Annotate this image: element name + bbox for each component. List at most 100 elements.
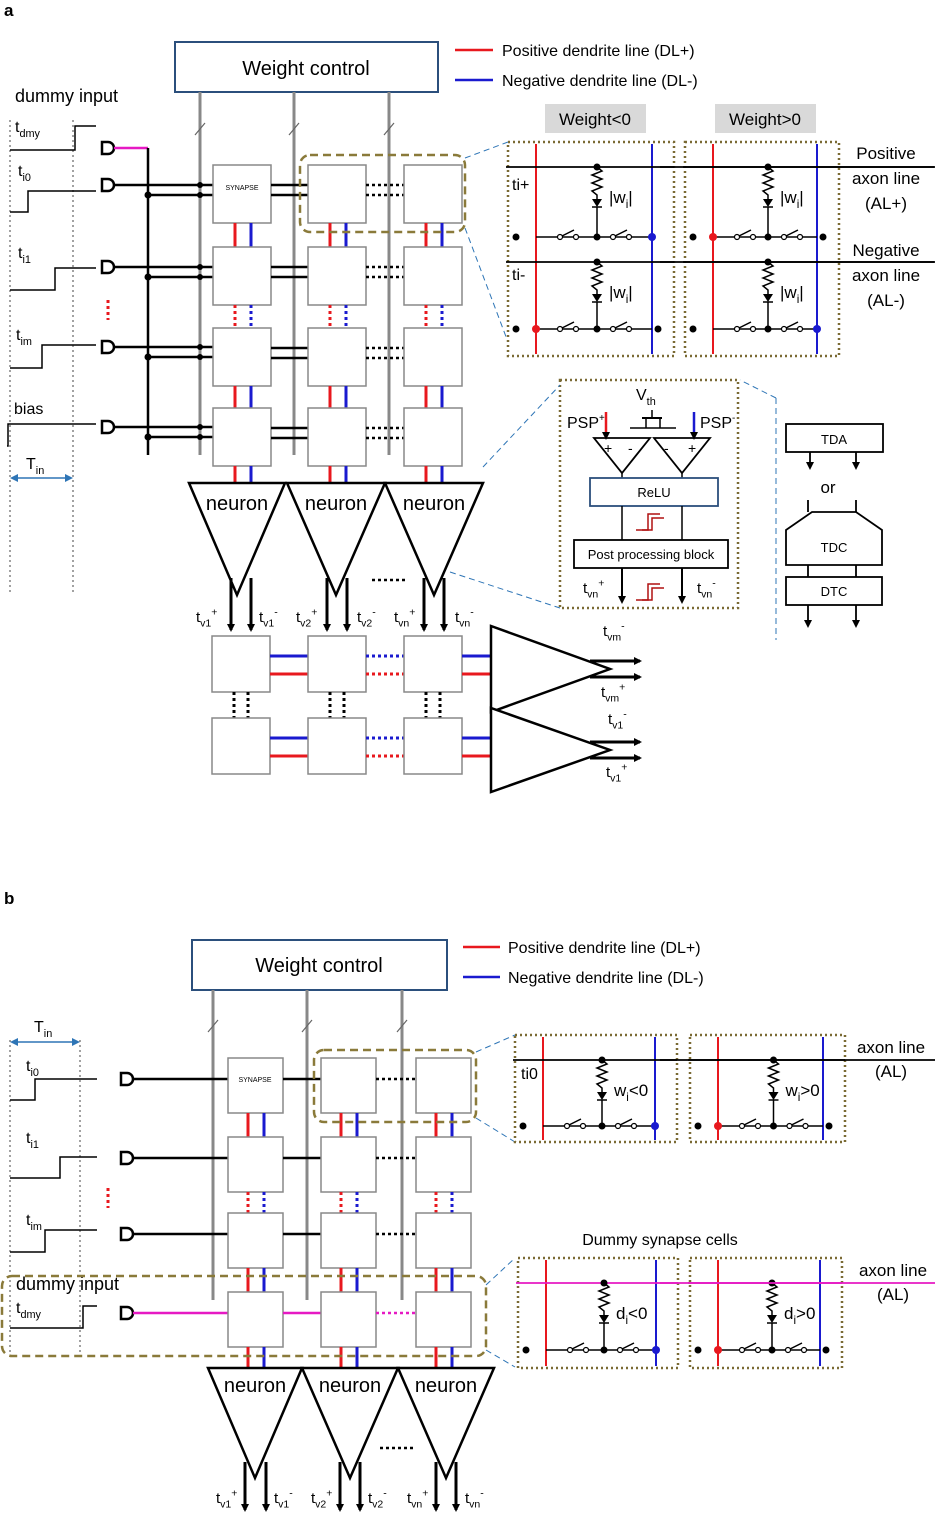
weight-pos-cell	[683, 140, 841, 358]
end-dot	[714, 1346, 722, 1354]
second-layer-cell	[307, 635, 367, 693]
tda-label: TDA	[821, 432, 847, 447]
bus-slash	[288, 122, 300, 136]
tin-label: Tin	[26, 456, 44, 477]
synapse-cell	[212, 164, 272, 224]
weight-label: |wi|	[609, 283, 633, 306]
tv1-plus-out: tv1+	[606, 761, 627, 784]
t-dmy-label: tdmy	[16, 1300, 42, 1321]
switch-icon	[609, 233, 617, 241]
junction-dot	[522, 1346, 530, 1354]
post-processing-label: Post processing block	[588, 547, 715, 562]
dummy-waveform	[10, 125, 96, 151]
switch-icon	[556, 325, 564, 333]
neuron-triangle	[187, 481, 287, 599]
junction-dot	[764, 233, 772, 241]
switch-contact	[749, 325, 757, 333]
dummy-driver	[119, 1305, 135, 1321]
second-layer-cell	[403, 635, 463, 693]
weight-pos-cell	[688, 1033, 847, 1144]
synapse-cell	[415, 1291, 472, 1348]
switch-icon	[780, 233, 788, 241]
im-waveform	[10, 344, 96, 369]
synapse-cell	[403, 164, 463, 224]
neuron-label: neuron	[224, 1375, 286, 1397]
switch-contact	[625, 233, 633, 241]
junction-dot	[197, 192, 203, 198]
bus-slash	[301, 1019, 313, 1033]
t-i1-label: ti1	[18, 245, 31, 266]
end-dot	[651, 1122, 659, 1130]
tdc-label: TDC	[821, 540, 848, 555]
end-dot	[813, 325, 821, 333]
tv1-minus-out: tv1-	[608, 708, 627, 731]
synapse-cell	[212, 407, 272, 467]
junction-dot	[819, 233, 827, 241]
switch-blade	[791, 1118, 804, 1126]
i0-driver	[100, 177, 116, 193]
synapse-cell	[403, 407, 463, 467]
bus-slash	[396, 1019, 408, 1033]
or-label: or	[820, 478, 835, 497]
tvm-minus: tvm-	[603, 620, 625, 643]
neuron-label: neuron	[206, 493, 268, 515]
junction-dot	[598, 1122, 606, 1130]
switch-contact	[579, 1122, 587, 1130]
zoom-guide	[464, 141, 509, 159]
i0-waveform	[10, 1078, 97, 1101]
positive-axon-line-label: Positive	[856, 144, 916, 163]
synapse-cell	[307, 164, 367, 224]
junction-dot	[512, 233, 520, 241]
i0-waveform	[10, 190, 96, 213]
synapse-cell	[320, 1212, 377, 1269]
switch-icon	[733, 325, 741, 333]
im-driver	[100, 339, 116, 355]
weight-label: wi>0	[785, 1081, 820, 1104]
t-i1-label: ti1	[26, 1130, 39, 1151]
switch-contact	[630, 1122, 638, 1130]
neuron-triangle	[396, 1366, 496, 1482]
comparator-sign: +	[604, 440, 612, 456]
junction-dot	[197, 424, 203, 430]
switch-blade	[614, 229, 628, 237]
second-layer-cell	[211, 635, 271, 693]
switch-icon	[616, 1346, 624, 1354]
dummy-row-region	[0, 1274, 488, 1358]
bus-slash	[383, 122, 395, 136]
dummy-driver	[100, 140, 116, 156]
switch-blade	[568, 1118, 582, 1126]
highlighted-cells-region	[298, 153, 467, 234]
positive-axon-line-label: (AL+)	[865, 194, 907, 213]
switch-icon	[786, 1122, 793, 1130]
weight-neg-cell	[506, 140, 676, 358]
weight-label: wi<0	[613, 1081, 648, 1104]
junction-dot	[197, 274, 203, 280]
comparator-triangle	[592, 437, 652, 475]
resistor-icon	[764, 1282, 780, 1315]
tda-box	[785, 423, 884, 453]
synapse-cell	[307, 246, 367, 306]
junction-dot	[144, 433, 152, 441]
im-waveform	[10, 1229, 97, 1253]
resistor-icon	[589, 261, 605, 294]
switch-contact	[800, 1346, 808, 1354]
junction-dot	[654, 325, 662, 333]
switch-icon	[566, 1346, 574, 1354]
post-processing-box	[573, 539, 729, 569]
diode-icon	[768, 1092, 779, 1100]
neuron-label: neuron	[319, 1375, 381, 1397]
dtc-label: DTC	[821, 584, 848, 599]
switch-contact	[754, 1122, 762, 1130]
comparator-sign: +	[688, 440, 696, 456]
switch-icon	[738, 1346, 746, 1354]
switch-blade	[619, 1118, 633, 1126]
switch-contact	[754, 1346, 762, 1354]
ti-plus-label: ti+	[512, 177, 529, 194]
vth-label: Vth	[636, 387, 656, 408]
zoom-guide	[482, 384, 561, 468]
junction-dot	[768, 1346, 776, 1354]
switch-blade	[789, 1342, 803, 1350]
t-im-label: tim	[26, 1212, 42, 1233]
weight-control-label: Weight control	[242, 58, 369, 80]
